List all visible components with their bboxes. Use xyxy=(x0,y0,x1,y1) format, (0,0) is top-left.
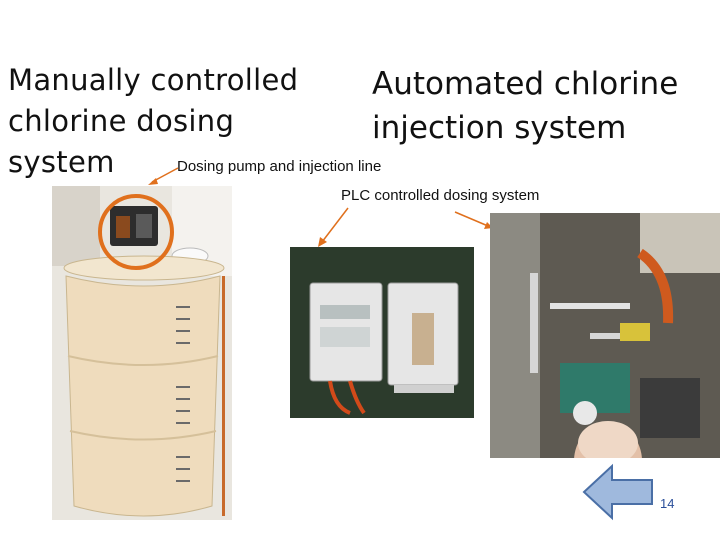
automated-system-title: Automated chlorine injection system xyxy=(372,62,692,150)
left-arrow-icon xyxy=(582,463,653,521)
title-right-line-1: Automated chlorine xyxy=(372,66,679,102)
pump-highlight-circle xyxy=(98,194,174,270)
title-left-line-2: chlorine dosing xyxy=(8,104,235,138)
page-number: 14 xyxy=(660,496,675,511)
title-left-line-3: system xyxy=(8,145,115,179)
title-left-line-1: Manually controlled xyxy=(8,63,299,97)
plant-room-photo xyxy=(490,213,720,458)
chlorine-tank-photo xyxy=(52,186,232,520)
title-right-line-2: injection system xyxy=(372,110,627,146)
dosing-pump-caption: Dosing pump and injection line xyxy=(177,158,382,175)
plc-caption: PLC controlled dosing system xyxy=(341,187,540,204)
back-arrow-button[interactable] xyxy=(582,462,654,522)
manual-system-title: Manually controlled chlorine dosing syst… xyxy=(8,60,338,183)
plc-controller-photo xyxy=(290,247,474,418)
